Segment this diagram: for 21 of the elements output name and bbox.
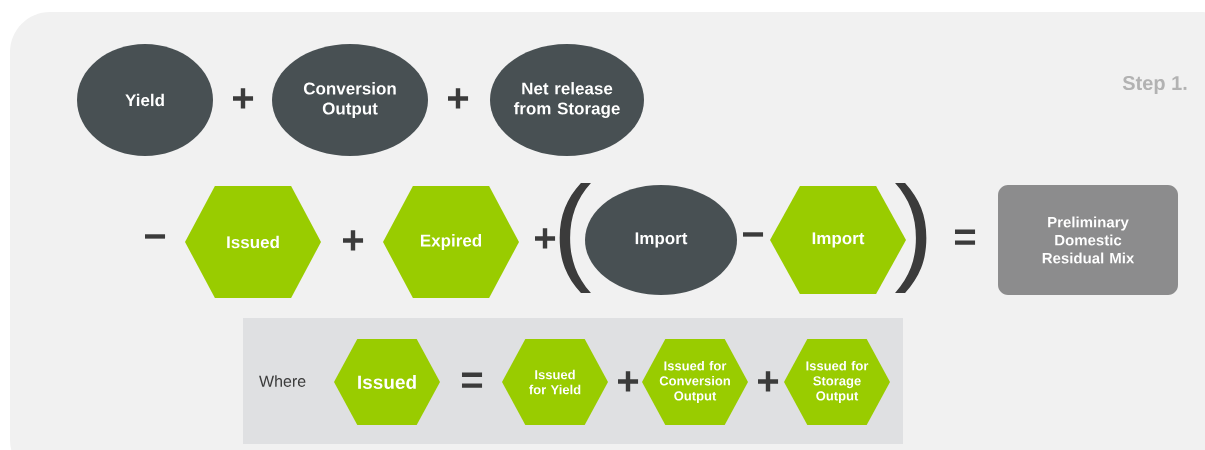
operator-sign: =: [955, 229, 976, 245]
hexagon-node: Issued for Yield: [502, 339, 608, 425]
operator-sign: +: [448, 88, 469, 109]
ellipse-node: Conversion Output: [272, 44, 428, 156]
operator-sign: +: [618, 371, 639, 392]
ellipse-node: Yield: [77, 44, 213, 156]
operator-sign: +: [758, 371, 779, 392]
step-label: Step 1.: [1122, 75, 1187, 95]
operator-sign: +: [343, 230, 364, 251]
hexagon-node: Issued: [185, 186, 321, 298]
operator-sign: +: [535, 228, 556, 249]
hexagon-node: Issued: [334, 339, 440, 425]
operator-sign: −: [145, 234, 166, 239]
operator-sign: +: [233, 88, 254, 109]
ellipse-node: Net release from Storage: [490, 44, 644, 156]
result-box: Preliminary Domestic Residual Mix: [998, 185, 1178, 295]
operator-sign: =: [462, 372, 483, 388]
hexagon-node: Issued for Conversion Output: [642, 339, 748, 425]
hexagon-node: Issued for Storage Output: [784, 339, 890, 425]
hexagon-node: Expired: [383, 186, 519, 298]
operator-sign: −: [743, 232, 764, 237]
